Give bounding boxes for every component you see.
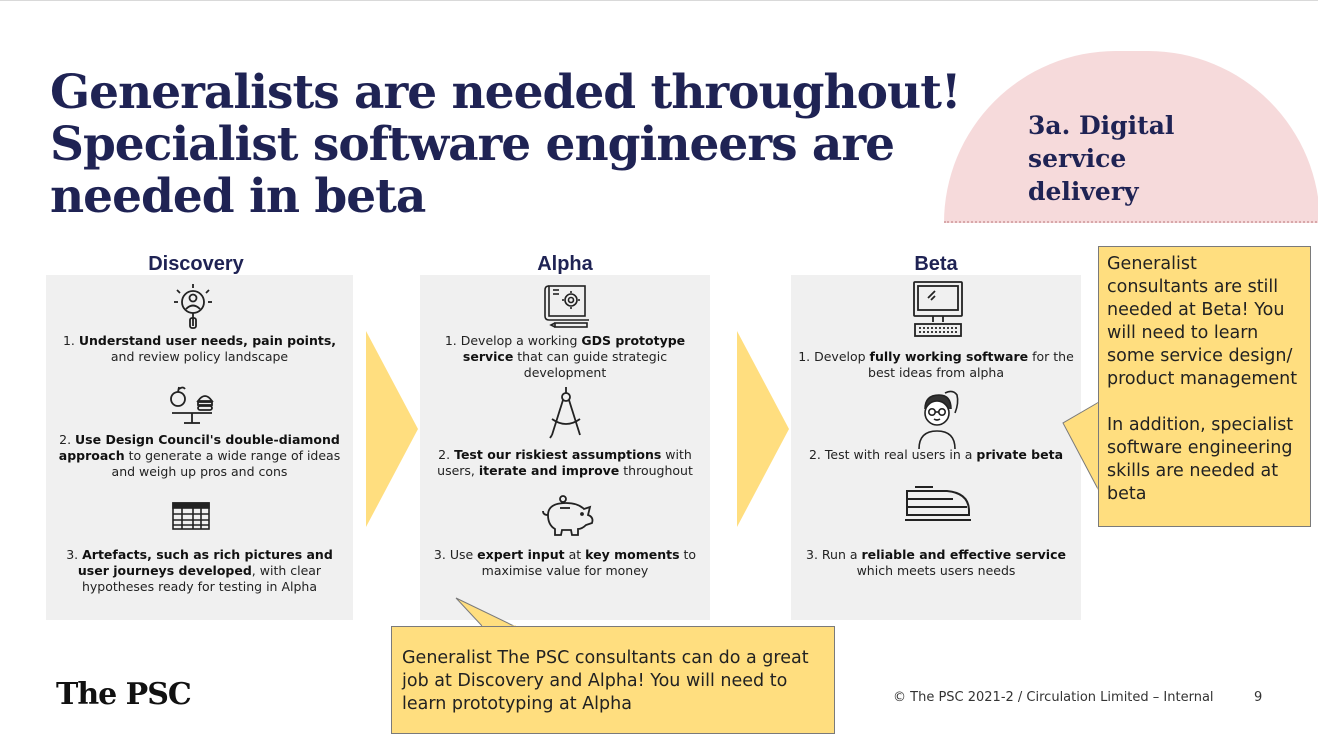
step-bold-text: reliable and effective service [861,547,1066,562]
callout-bottom-pointer [455,597,517,629]
step-text: to generate a wide range of ideas and we… [111,448,341,479]
step-text: Run a [821,547,862,562]
step-bold-text: GDS prototype service [462,333,686,364]
discovery-step-2: 2. Use Design Council's double-diamond a… [52,432,347,480]
callout-right-paragraph-2: In addition, specialist software enginee… [1107,415,1294,504]
step-text: throughout [619,463,693,478]
step-bold-text: Use Design Council's double-diamond appr… [58,432,340,463]
train-icon [905,486,971,521]
step-text: Develop a working [460,333,582,348]
step-bold-text: expert input [477,547,565,562]
step-bold-text: key moments [585,547,680,562]
step-bold-text: private beta [976,447,1064,462]
step-number: 3. [66,547,83,562]
chevron-arrow-2 [737,331,789,527]
title-line-2: Specialist software engineers are [50,117,895,172]
step-number: 2. [808,447,825,462]
piggy-bank-icon [542,495,594,536]
title-line-1: Generalists are needed throughout! [50,65,962,120]
beta-step-3: 3. Run a reliable and effective service … [797,547,1075,579]
step-text: at [564,547,586,562]
alpha-step-2: 2. Test our riskiest assumptions with us… [426,447,704,479]
weighing-scale-icon [170,386,214,424]
step-number: 2. [59,432,76,447]
callout-right-paragraph-1: Generalist consultants are still needed … [1107,254,1298,389]
compass-icon [549,387,581,439]
step-text: that can guide strategic development [513,349,668,380]
chevron-arrow-1 [366,331,418,527]
alpha-step-3: 3. Use expert input at key moments to ma… [426,547,704,579]
step-number: 3. [433,547,450,562]
step-number: 3. [806,547,822,562]
step-number: 1. [798,349,815,364]
column-title-alpha: Alpha [537,253,593,275]
column-title-beta: Beta [914,253,958,275]
step-text: Develop [814,349,870,364]
alpha-step-1: 1. Develop a working GDS prototype servi… [426,333,704,381]
step-number: 2. [438,447,455,462]
spreadsheet-icon [172,502,210,530]
step-number: 1. [62,333,79,348]
step-bold-text: Understand user needs, pain points, [78,333,337,348]
page-title: Generalists are needed throughout! Speci… [50,65,962,224]
step-number: 1. [444,333,461,348]
step-bold-text: Test our riskiest assumptions [454,447,662,462]
column-title-discovery: Discovery [148,253,244,275]
computer-icon [913,281,963,337]
user-research-icon [174,284,212,329]
title-line-3: needed in beta [50,169,426,224]
step-bold-text: iterate and improve [478,463,620,478]
callout-right-pointer [1062,401,1100,492]
discovery-step-1: 1. Understand user needs, pain points, a… [52,333,347,365]
page-number: 9 [1254,690,1263,705]
step-text: to maximise value for money [481,547,697,578]
callout-alpha-note: Generalist The PSC consultants can do a … [391,626,835,734]
discovery-step-3: 3. Artefacts, such as rich pictures and … [52,547,347,595]
footer-text: © The PSC 2021-2 / Circulation Limited –… [893,690,1214,705]
step-bold-text: fully working software [869,349,1029,364]
step-bold-text: Artefacts, such as rich pictures and use… [77,547,333,578]
company-logo: The PSC [56,677,192,712]
beta-step-1: 1. Develop fully working software for th… [797,349,1075,381]
step-text: , with clear hypotheses ready for testin… [81,563,322,594]
discovery-panel [46,275,353,620]
beta-step-2: 2. Test with real users in a private bet… [797,447,1075,463]
blueprint-icon [544,285,589,328]
section-tag: 3a. Digital service delivery [1028,111,1175,206]
step-text: which meets users needs [856,563,1016,578]
callout-beta-note: Generalist consultants are still needed … [1098,246,1311,527]
step-text: Use [449,547,478,562]
step-text: with users, [437,447,692,478]
user-avatar-icon [918,390,959,450]
alpha-panel [420,275,710,620]
step-text: and review policy landscape [110,349,289,364]
step-text: Test with real users in a [824,447,977,462]
step-text: for the best ideas from alpha [868,349,1074,380]
